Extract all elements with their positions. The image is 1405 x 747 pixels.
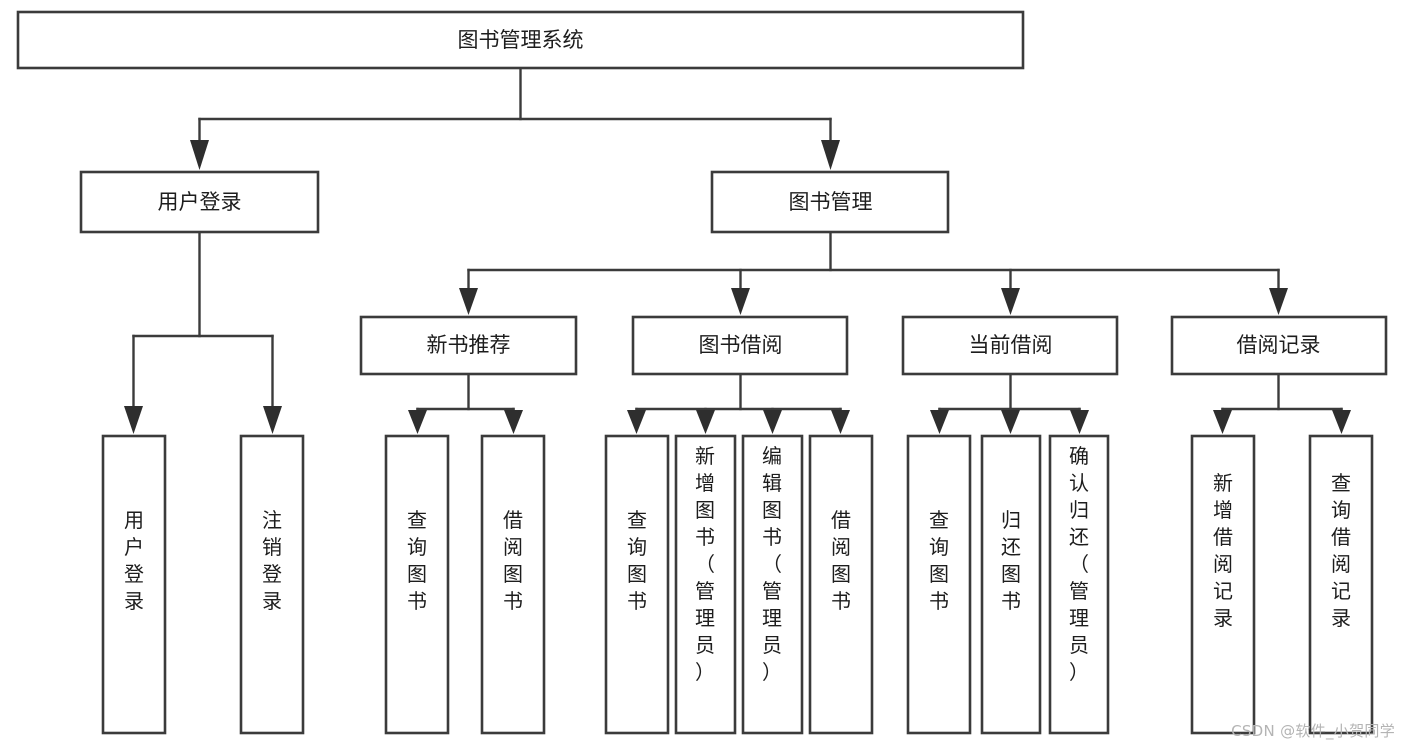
arrow-to-leaf-query-book-2: [627, 410, 646, 434]
node-user-login-box[interactable]: [79, 170, 320, 234]
node-book-management[interactable]: 图书管理: [710, 170, 950, 234]
node-leaf-query-book-3[interactable]: 查询图书: [906, 434, 972, 735]
node-leaf-borrow-book-1-label: 借阅图书: [503, 508, 523, 613]
arrow-to-leaf-borrow-book-2: [831, 410, 850, 434]
node-leaf-user-login[interactable]: 用户登录: [101, 434, 167, 735]
node-leaf-query-book-2-label: 查询图书: [627, 508, 647, 613]
arrow-to-leaf-confirm-return: [1070, 410, 1089, 434]
node-leaf-logout-label: 注销登录: [262, 508, 282, 613]
node-leaf-query-book-1-box[interactable]: [384, 434, 450, 735]
node-leaf-logout[interactable]: 注销登录: [239, 434, 305, 735]
node-leaf-logout-box[interactable]: [239, 434, 305, 735]
arrow-to-leaf-query-borrow-record: [1332, 410, 1351, 434]
node-leaf-confirm-return-label: 确认归还（管理员）: [1069, 444, 1089, 684]
node-leaf-borrow-book-2[interactable]: 借阅图书: [808, 434, 874, 735]
arrow-to-leaf-query-book-3: [930, 410, 949, 434]
node-current-borrow-label: 当前借阅: [969, 333, 1053, 357]
node-current-borrow-box[interactable]: [901, 315, 1119, 376]
node-leaf-add-book[interactable]: 新增图书（管理员）: [674, 434, 737, 735]
arrow-to-current-borrow: [1001, 288, 1020, 315]
arrow-to-leaf-return-book: [1001, 410, 1020, 434]
arrow-to-leaf-logout: [263, 406, 282, 434]
node-borrow-record-label: 借阅记录: [1237, 333, 1321, 357]
node-root-label: 图书管理系统: [458, 28, 584, 52]
connector-group-current-borrow: [930, 372, 1089, 434]
arrow-to-leaf-add-borrow-record: [1213, 410, 1232, 434]
node-leaf-confirm-return[interactable]: 确认归还（管理员）: [1048, 434, 1110, 735]
node-user-login-label: 用户登录: [158, 190, 242, 214]
connector-group-new-book-recommend: [408, 372, 523, 434]
node-book-borrow[interactable]: 图书借阅: [631, 315, 849, 376]
node-book-management-box[interactable]: [710, 170, 950, 234]
node-leaf-return-book[interactable]: 归还图书: [980, 434, 1042, 735]
node-leaf-edit-book-label: 编辑图书（管理员）: [762, 444, 782, 684]
node-leaf-query-borrow-record-label: 查询借阅记录: [1331, 471, 1351, 630]
arrow-to-leaf-add-book: [696, 410, 715, 434]
node-book-borrow-label: 图书借阅: [699, 333, 783, 357]
connector-group-borrow-record: [1213, 372, 1351, 434]
arrow-to-leaf-borrow-book-1: [504, 410, 523, 434]
node-leaf-query-borrow-record[interactable]: 查询借阅记录: [1308, 434, 1374, 735]
node-leaf-return-book-box[interactable]: [980, 434, 1042, 735]
node-leaf-borrow-book-2-box[interactable]: [808, 434, 874, 735]
node-leaf-borrow-book-1-box[interactable]: [480, 434, 546, 735]
connector-group-user-login: [124, 230, 282, 434]
node-leaf-add-book-label: 新增图书（管理员）: [695, 444, 715, 684]
node-borrow-record-box[interactable]: [1170, 315, 1388, 376]
node-leaf-borrow-book-2-label: 借阅图书: [831, 508, 851, 613]
node-book-borrow-box[interactable]: [631, 315, 849, 376]
node-leaf-query-book-1-label: 查询图书: [407, 508, 427, 613]
node-user-login[interactable]: 用户登录: [79, 170, 320, 234]
node-leaf-query-book-2-box[interactable]: [604, 434, 670, 735]
node-new-book-recommend-label: 新书推荐: [427, 333, 511, 357]
node-book-management-label: 图书管理: [789, 190, 873, 214]
connector-group-root: [190, 66, 840, 170]
node-new-book-recommend-box[interactable]: [359, 315, 578, 376]
node-leaf-query-book-2[interactable]: 查询图书: [604, 434, 670, 735]
arrow-to-leaf-edit-book: [763, 410, 782, 434]
node-leaf-borrow-book-1[interactable]: 借阅图书: [480, 434, 546, 735]
csdn-watermark: CSDN @软件_小贺同学: [1231, 722, 1395, 740]
arrow-to-leaf-query-book-1: [408, 410, 427, 434]
arrow-to-leaf-user-login: [124, 406, 143, 434]
arrow-to-book-borrow: [731, 288, 750, 315]
node-leaf-add-borrow-record-box[interactable]: [1190, 434, 1256, 735]
connector-group-book-management: [459, 230, 1288, 315]
node-leaf-query-borrow-record-box[interactable]: [1308, 434, 1374, 735]
node-leaf-add-borrow-record[interactable]: 新增借阅记录: [1190, 434, 1256, 735]
node-current-borrow[interactable]: 当前借阅: [901, 315, 1119, 376]
node-leaf-user-login-label: 用户登录: [124, 508, 144, 613]
node-leaf-query-book-1[interactable]: 查询图书: [384, 434, 450, 735]
node-new-book-recommend[interactable]: 新书推荐: [359, 315, 578, 376]
arrow-root-to-book-management: [821, 140, 840, 170]
node-root-box[interactable]: [16, 10, 1025, 70]
node-leaf-add-book-box[interactable]: [674, 434, 737, 735]
arrow-to-new-book-recommend: [459, 288, 478, 315]
connector-group-book-borrow: [627, 372, 850, 434]
arrow-to-borrow-record: [1269, 288, 1288, 315]
node-borrow-record[interactable]: 借阅记录: [1170, 315, 1388, 376]
arrow-root-to-user-login: [190, 140, 209, 170]
node-leaf-edit-book-box[interactable]: [741, 434, 804, 735]
node-leaf-user-login-box[interactable]: [101, 434, 167, 735]
node-leaf-return-book-label: 归还图书: [1001, 508, 1021, 613]
node-leaf-query-book-3-label: 查询图书: [929, 508, 949, 613]
node-leaf-query-book-3-box[interactable]: [906, 434, 972, 735]
node-leaf-confirm-return-box[interactable]: [1048, 434, 1110, 735]
node-leaf-add-borrow-record-label: 新增借阅记录: [1213, 471, 1233, 630]
node-root[interactable]: 图书管理系统: [16, 10, 1025, 70]
node-leaf-edit-book[interactable]: 编辑图书（管理员）: [741, 434, 804, 735]
